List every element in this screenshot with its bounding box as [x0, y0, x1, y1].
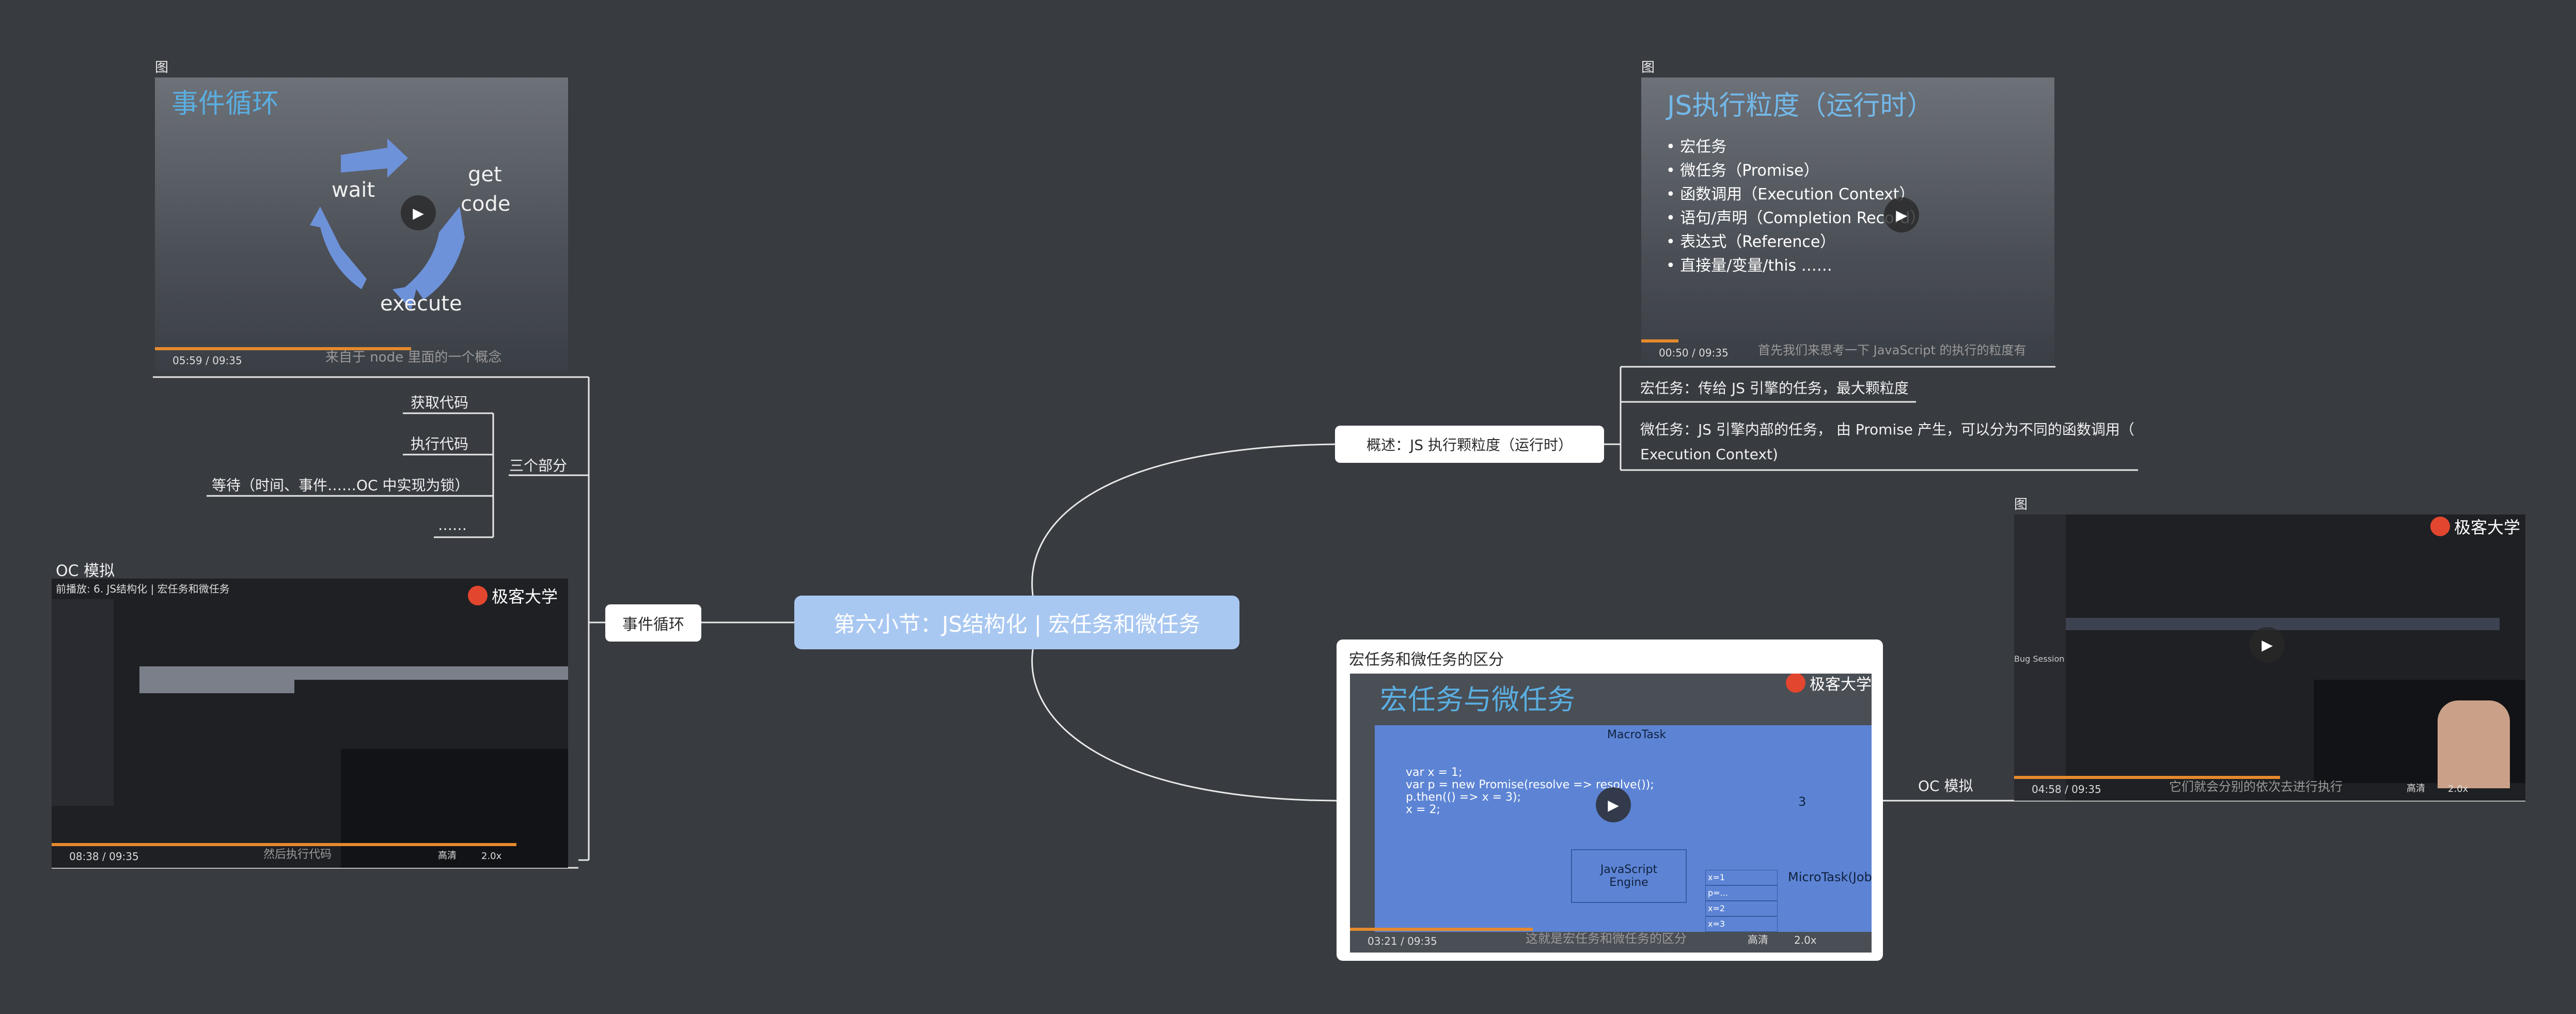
video-subtitle: 它们就会分别的依次去进行执行 [2169, 779, 2343, 794]
quality-button[interactable]: 高清 [438, 850, 457, 861]
part-fetch-code[interactable]: 获取代码 [411, 394, 469, 411]
video-subtitle: 这就是宏任务和微任务的区分 [1526, 931, 1687, 946]
bullet-item: 宏任务 [1666, 135, 1925, 159]
image-tag: 图 [1641, 60, 1655, 75]
brand-logo: 极客大学 [1786, 674, 1872, 694]
code-selection [139, 666, 568, 680]
code-line: p.then(() => x = 3); [1406, 791, 1521, 804]
card-title: 宏任务和微任务的区分 [1349, 651, 1504, 669]
queue-item: x=3 [1705, 916, 1778, 932]
brand-logo: 极客大学 [467, 584, 558, 607]
file-sidebar [52, 599, 114, 806]
quality-button[interactable]: 高清 [2407, 783, 2425, 794]
brand-icon [1786, 674, 1805, 693]
bullet-item: 直接量/变量/this …… [1666, 254, 1925, 278]
debug-sidebar [2014, 514, 2066, 801]
brand-logo: 极客大学 [2430, 514, 2520, 538]
image-tag: 图 [155, 60, 169, 75]
video-time: 04:58 / 09:35 [2032, 783, 2101, 795]
speed-button[interactable]: 2.0x [1794, 934, 1817, 946]
part-execute-code[interactable]: 执行代码 [411, 435, 469, 453]
speed-button[interactable]: 2.0x [2448, 784, 2469, 794]
video-title: 事件循环 [171, 88, 279, 119]
part-wait[interactable]: 等待（时间、事件……OC 中实现为锁） [212, 477, 469, 494]
queue-item: x=2 [1705, 901, 1778, 916]
bullet-item: 表达式（Reference） [1666, 230, 1925, 254]
speed-button[interactable]: 2.0x [481, 851, 502, 862]
video-time: 05:59 / 09:35 [172, 354, 242, 367]
js-engine-box: JavaScript Engine [1571, 849, 1687, 903]
event-loop-node[interactable]: 事件循环 [605, 604, 701, 642]
bullet-item: 微任务（Promise） [1666, 159, 1925, 183]
difference-video[interactable]: 宏任务与微任务 极客大学 MacroTask var x = 1; var p … [1350, 674, 1872, 953]
quality-button[interactable]: 高清 [1748, 933, 1768, 946]
code-highlight [2066, 618, 2500, 630]
video-caption: 前播放: 6. JS结构化 | 宏任务和微任务 [56, 583, 230, 595]
video-time: 03:21 / 09:35 [1368, 935, 1437, 947]
play-icon[interactable]: ▶ [1596, 787, 1631, 822]
part-ellipsis[interactable]: …… [438, 517, 467, 534]
microtask-label: MicroTask(Job) [1788, 870, 1872, 884]
code-line: var x = 1; [1406, 766, 1463, 779]
overview-node[interactable]: 概述：JS 执行颗粒度（运行时） [1335, 426, 1604, 463]
cycle-get: get [468, 163, 502, 186]
progress-bar[interactable] [1641, 339, 1678, 342]
bullet-item: 函数调用（Execution Context） [1666, 183, 1925, 207]
micro-task-description-cont: Execution Context) [1640, 446, 1778, 463]
debug-session-label: Bug Session [2014, 654, 2065, 664]
video-subtitle: 首先我们来思考一下 JavaScript 的执行的粒度有 [1758, 343, 2027, 357]
progress-bar[interactable] [2014, 776, 2280, 779]
overview-video[interactable]: JS执行粒度（运行时） 宏任务 微任务（Promise） 函数调用（Execut… [1641, 77, 2054, 364]
brand-icon [467, 586, 488, 605]
oc-video-right[interactable]: Bug Session 极客大学 ▶ 04:58 / 09:35 它们就会分别的… [2014, 514, 2525, 801]
progress-bar[interactable] [52, 843, 516, 846]
oc-simulation-label[interactable]: OC 模拟 [1918, 777, 1973, 794]
video-time: 08:38 / 09:35 [69, 850, 139, 863]
code-line: x = 2; [1406, 803, 1440, 816]
brand-icon [2430, 517, 2450, 536]
play-icon[interactable]: ▶ [2250, 627, 2285, 662]
result-value: 3 [1798, 794, 1807, 809]
event-loop-video[interactable]: 事件循环 wait get code execute ▶ 05:59 / 09:… [155, 77, 568, 372]
progress-bar[interactable] [155, 347, 411, 350]
console-panel [341, 749, 568, 868]
micro-task-description[interactable]: 微任务：JS 引擎内部的任务， 由 Promise 产生，可以分为不同的函数调用… [1640, 421, 2134, 438]
video-subtitle: 来自于 node 里面的一个概念 [325, 350, 502, 365]
queue-item: p=... [1705, 885, 1778, 901]
image-tag: 图 [2014, 497, 2028, 512]
video-title: JS执行粒度（运行时） [1667, 90, 1934, 121]
oc-simulation-label[interactable]: OC 模拟 [56, 562, 115, 580]
play-icon[interactable]: ▶ [401, 195, 436, 230]
progress-bar[interactable] [1350, 928, 1533, 931]
difference-card[interactable]: 宏任务和微任务的区分 宏任务与微任务 极客大学 MacroTask var x … [1337, 639, 1883, 961]
macro-task-description[interactable]: 宏任务：传给 JS 引擎的任务，最大颗粒度 [1640, 380, 1909, 397]
diagram-panel: MacroTask var x = 1; var p = new Promise… [1375, 725, 1872, 932]
cycle-wait: wait [332, 178, 375, 202]
cycle-code: code [461, 192, 511, 216]
oc-video-left[interactable]: 前播放: 6. JS结构化 | 宏任务和微任务 极客大学 08:38 / 09:… [52, 579, 568, 868]
video-subtitle: 然后执行代码 [263, 848, 332, 861]
video-time: 00:50 / 09:35 [1659, 347, 1729, 359]
video-title: 宏任务与微任务 [1380, 683, 1575, 716]
cycle-execute: execute [380, 292, 462, 316]
microtask-queue: x=1 p=... x=2 x=3 [1705, 870, 1778, 932]
three-parts-label[interactable]: 三个部分 [509, 457, 568, 474]
presenter-avatar [2438, 700, 2510, 788]
root-topic[interactable]: 第六小节：JS结构化 | 宏任务和微任务 [794, 596, 1239, 649]
play-icon[interactable]: ▶ [1884, 197, 1919, 232]
macrotask-label: MacroTask [1607, 728, 1667, 741]
cycle-arrows [310, 138, 465, 310]
queue-item: x=1 [1705, 870, 1778, 885]
